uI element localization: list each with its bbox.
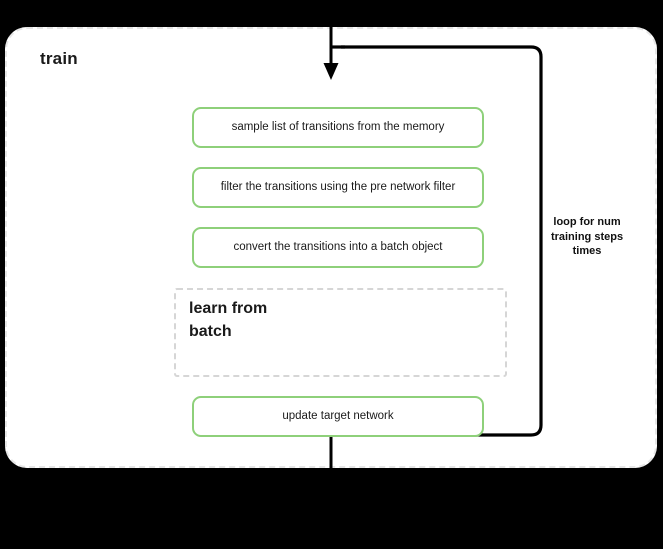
subprocess-title: learn from batch — [189, 300, 268, 340]
step-label: convert the transitions into a batch obj… — [233, 241, 443, 254]
loop-label-line-1: loop for num — [553, 216, 621, 228]
step-update-target-network[interactable]: update target network — [192, 396, 484, 437]
step-sample-transitions[interactable]: sample list of transitions from the memo… — [192, 107, 484, 148]
loop-label-line-2: training steps — [550, 230, 624, 243]
subprocess-learn-from-batch[interactable]: learn from batch — [174, 288, 507, 377]
step-label: sample list of transitions from the memo… — [231, 121, 445, 134]
loop-annotation-label: loop for num training steps times — [546, 215, 628, 259]
step-label: filter the transitions using the pre net… — [220, 181, 456, 194]
step-convert-transitions[interactable]: convert the transitions into a batch obj… — [192, 227, 484, 268]
step-label: update target network — [282, 410, 394, 423]
train-container: train sample list of transitions from th… — [5, 27, 657, 468]
step-filter-transitions[interactable]: filter the transitions using the pre net… — [192, 167, 484, 208]
loop-label-line-3: times — [572, 245, 602, 258]
page-title: train — [40, 49, 78, 68]
